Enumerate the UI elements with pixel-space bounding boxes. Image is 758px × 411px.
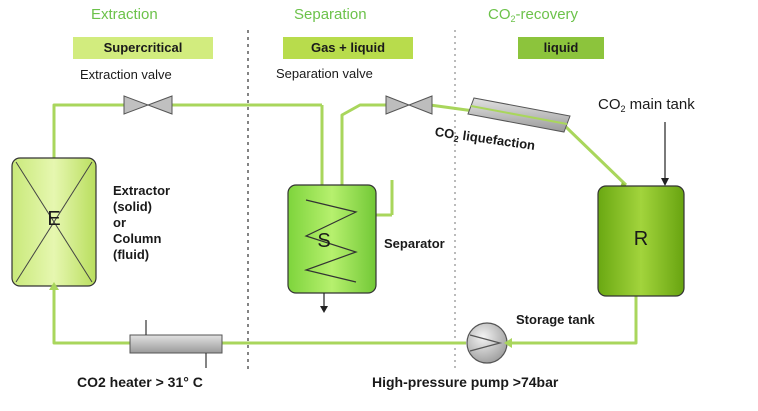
pipe-heater-to-extractor (52, 285, 132, 345)
extractor-line-5: (fluid) (113, 247, 150, 262)
label-extraction-valve: Extraction valve (80, 67, 172, 82)
section-title-extraction: Extraction (91, 6, 158, 23)
pipe-separator-gas-out (340, 103, 387, 200)
label-extractor-description: Extractor (solid) or Column (fluid) (113, 183, 170, 263)
label-separation-valve: Separation valve (276, 66, 373, 81)
pipe-extractor-out (52, 103, 130, 158)
pump-flow-arrow (504, 338, 512, 348)
reservoir-vessel (597, 185, 685, 297)
section-title-separation: Separation (294, 6, 367, 23)
extractor-line-3: or (113, 215, 126, 230)
label-storage-tank: Storage tank (516, 312, 595, 327)
label-high-pressure-pump: High-pressure pump >74bar (372, 374, 559, 390)
extractor-line-1: Extractor (113, 183, 171, 198)
pipe-to-liquefaction (429, 103, 475, 113)
badge-liquid: liquid (518, 37, 604, 59)
extractor-letter: E (47, 208, 61, 230)
extraction-valve-icon[interactable] (123, 95, 173, 115)
pipe-tank-to-pump (508, 295, 638, 345)
badge-gas-liquid: Gas + liquid (283, 37, 413, 59)
reservoir-letter: R (633, 228, 649, 250)
badge-supercritical: Supercritical (73, 37, 213, 59)
liquefaction-condenser (467, 97, 571, 133)
extractor-line-2: (solid) (113, 199, 152, 214)
co2-heater (129, 320, 223, 368)
section-title-recovery: CO2-recovery (488, 6, 579, 24)
extractor-inlet-arrow (49, 282, 59, 290)
separator-letter: S (317, 230, 331, 252)
label-separator: Separator (384, 236, 445, 251)
pipe-to-tank (564, 125, 628, 187)
label-co2-main-tank: CO2 main tank (598, 96, 695, 114)
separator-vessel (287, 184, 377, 313)
high-pressure-pump-icon[interactable] (466, 322, 508, 364)
label-co2-heater: CO2 heater > 31° C (77, 374, 203, 390)
extractor-line-4: Column (113, 231, 162, 246)
main-tank-feed-arrow (661, 122, 669, 186)
pipe-network (52, 103, 638, 345)
separation-valve-icon[interactable] (385, 95, 433, 115)
